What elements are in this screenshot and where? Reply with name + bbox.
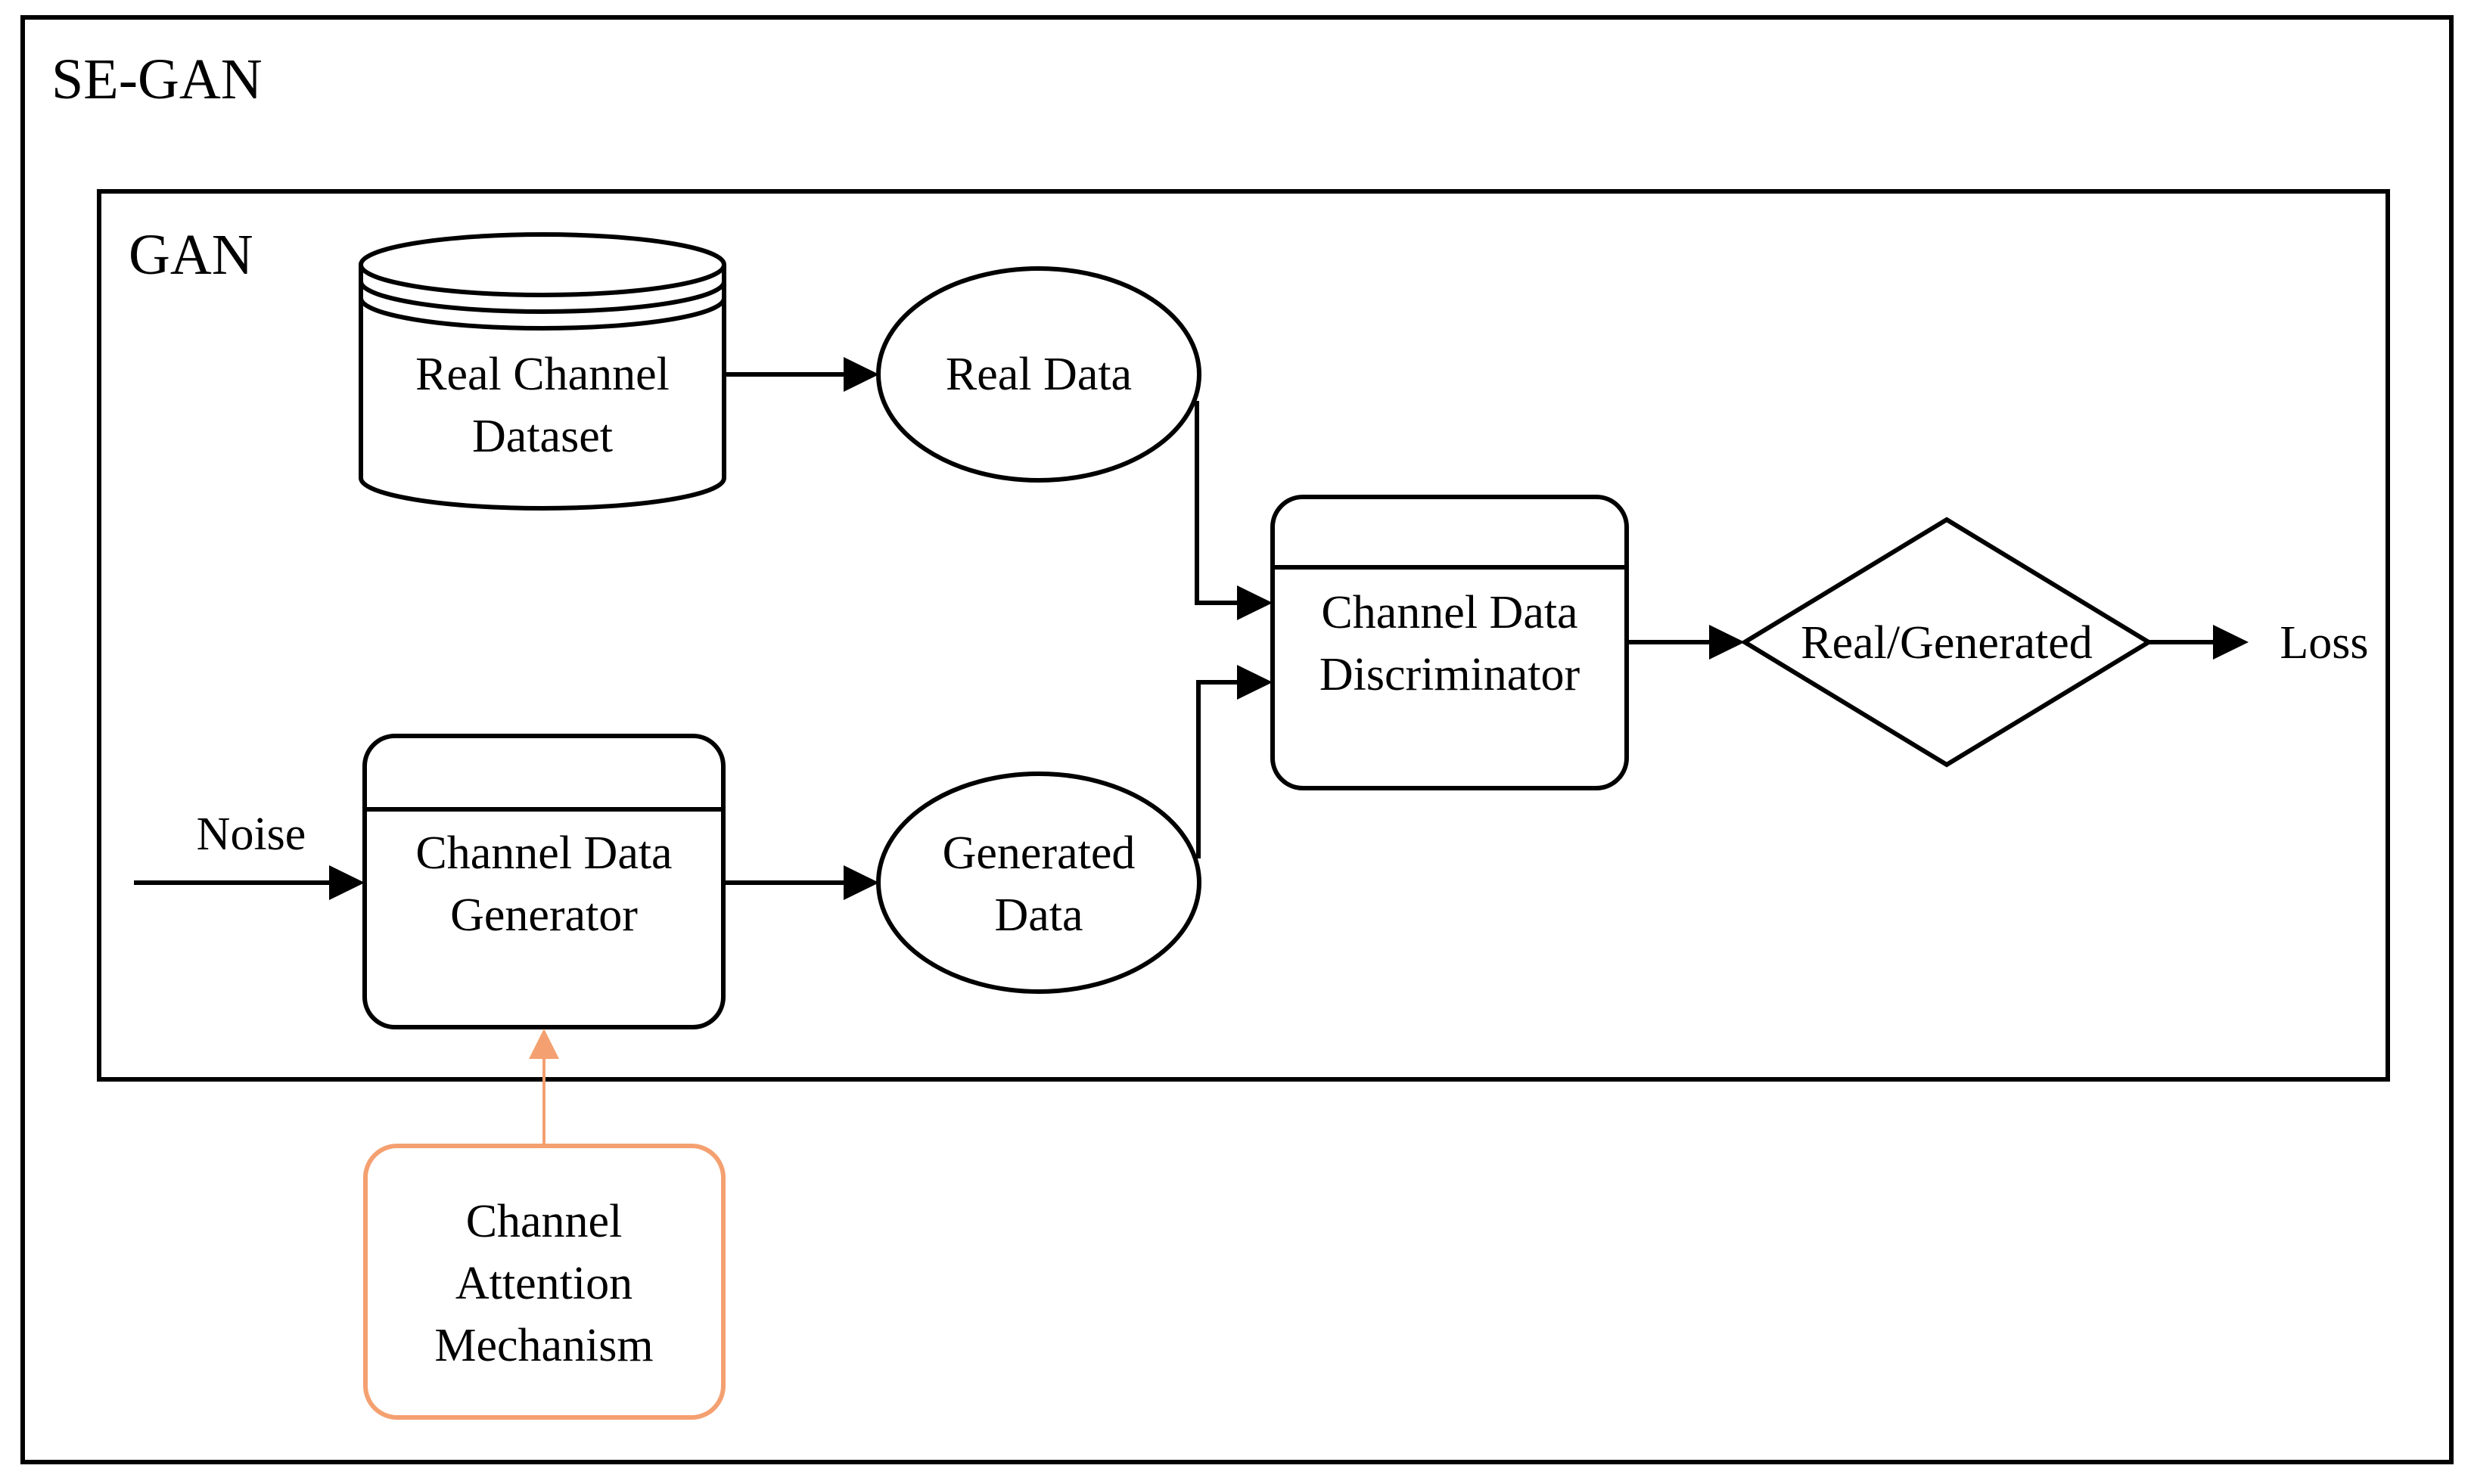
real-data-node: Real Data — [876, 266, 1201, 483]
generator-label-line1: Channel Data — [415, 827, 672, 879]
arrow-real-data-to-discriminator — [1195, 401, 1273, 620]
arrow-discriminator-to-decision — [1627, 625, 1745, 660]
real-data-label: Real Data — [946, 349, 1132, 400]
attention-label-line2: Attention — [455, 1258, 633, 1309]
generated-data-node: Generated Data — [876, 771, 1201, 994]
discriminator-label-line1: Channel Data — [1321, 587, 1577, 638]
arrow-generated-data-to-discriminator — [1196, 665, 1273, 858]
decision-node: Real/Generated — [1740, 517, 2153, 768]
real-channel-dataset-label-line2: Dataset — [472, 411, 613, 462]
arrow-noise-to-generator — [134, 865, 365, 900]
outer-frame-title: SE-GAN — [51, 48, 263, 111]
outer-frame — [20, 15, 2454, 1464]
generator-node: Channel Data Generator — [362, 734, 726, 1029]
inner-frame — [97, 189, 2390, 1082]
generator-label-line2: Generator — [450, 889, 638, 941]
arrow-dataset-to-real-data — [724, 357, 879, 392]
discriminator-node: Channel Data Discriminator — [1270, 495, 1629, 790]
real-channel-dataset-node: Real Channel Dataset — [359, 232, 726, 511]
discriminator-label-line2: Discriminator — [1319, 649, 1581, 700]
arrow-generator-to-generated-data — [723, 865, 879, 900]
noise-label: Noise — [197, 809, 306, 860]
generated-data-label-line1: Generated — [943, 827, 1136, 879]
generated-data-label-line2: Data — [994, 889, 1083, 941]
attention-node: Channel Attention Mechanism — [363, 1144, 726, 1420]
attention-label-line1: Channel — [466, 1196, 623, 1247]
attention-label-line3: Mechanism — [434, 1320, 653, 1371]
real-channel-dataset-label-line1: Real Channel — [415, 349, 670, 400]
arrow-decision-to-loss — [2149, 625, 2249, 660]
arrow-attention-to-generator — [529, 1029, 559, 1146]
decision-label: Real/Generated — [1801, 617, 2093, 669]
inner-frame-title: GAN — [129, 223, 253, 287]
loss-label: Loss — [2280, 617, 2368, 669]
